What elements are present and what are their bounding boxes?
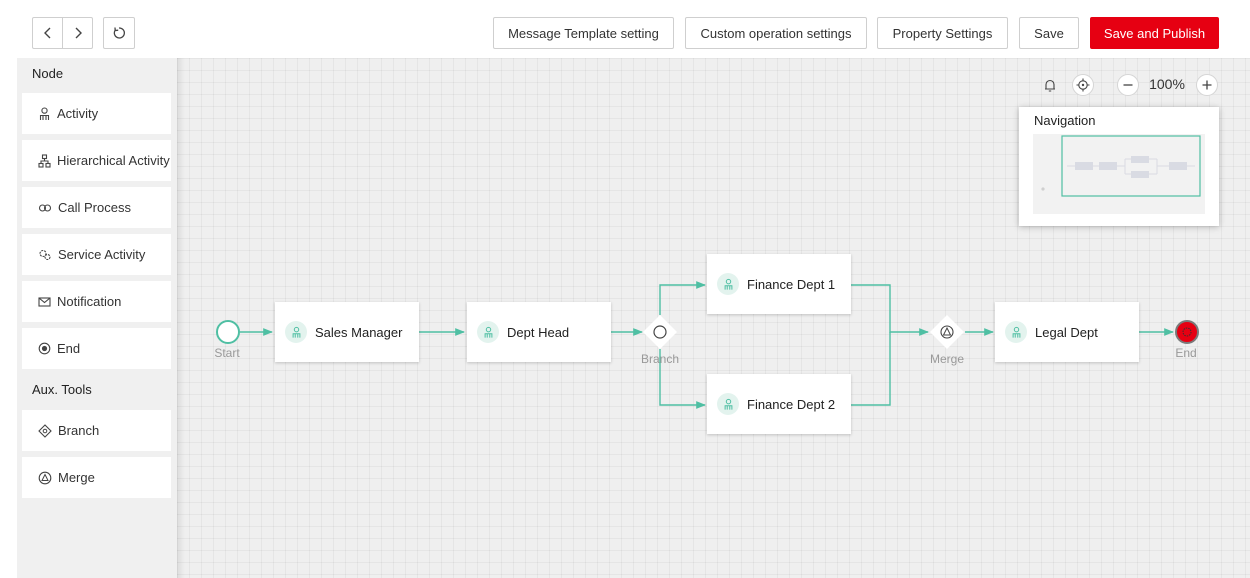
edge-finance1-merge [851, 285, 928, 332]
merge-gateway [930, 315, 964, 349]
bell-icon[interactable] [1040, 75, 1060, 95]
zoom-level: 100% [1144, 76, 1190, 92]
edge-branch-finance1 [660, 285, 705, 315]
zoom-out-tool [1117, 74, 1139, 96]
node-label: Sales Manager [315, 325, 402, 340]
person-icon [717, 273, 739, 295]
node-finance-dept-1[interactable]: Finance Dept 1 [707, 254, 851, 314]
minimap[interactable] [1033, 134, 1205, 214]
zoom-in-icon[interactable] [1196, 74, 1218, 96]
person-icon [1005, 321, 1027, 343]
edge-finance2-merge [851, 332, 890, 405]
end-event [1176, 321, 1198, 343]
node-dept-head[interactable]: Dept Head [467, 302, 611, 362]
node-sales-manager[interactable]: Sales Manager [275, 302, 419, 362]
merge-label: Merge [917, 352, 977, 366]
person-icon [477, 321, 499, 343]
navigation-title: Navigation [1034, 113, 1095, 128]
node-label: Legal Dept [1035, 325, 1098, 340]
person-icon [717, 393, 739, 415]
zoom-in-tool [1196, 74, 1218, 96]
node-label: Finance Dept 1 [747, 277, 835, 292]
navigation-panel: Navigation [1019, 107, 1219, 226]
node-finance-dept-2[interactable]: Finance Dept 2 [707, 374, 851, 434]
branch-gateway [643, 315, 677, 349]
person-icon [285, 321, 307, 343]
node-label: Dept Head [507, 325, 569, 340]
locate-tool [1072, 74, 1094, 96]
node-legal-dept[interactable]: Legal Dept [995, 302, 1139, 362]
branch-label: Branch [630, 352, 690, 366]
start-label: Start [197, 346, 257, 360]
end-label: End [1156, 346, 1216, 360]
node-label: Finance Dept 2 [747, 397, 835, 412]
zoom-out-icon[interactable] [1117, 74, 1139, 96]
locate-icon[interactable] [1072, 74, 1094, 96]
start-event [217, 321, 239, 343]
